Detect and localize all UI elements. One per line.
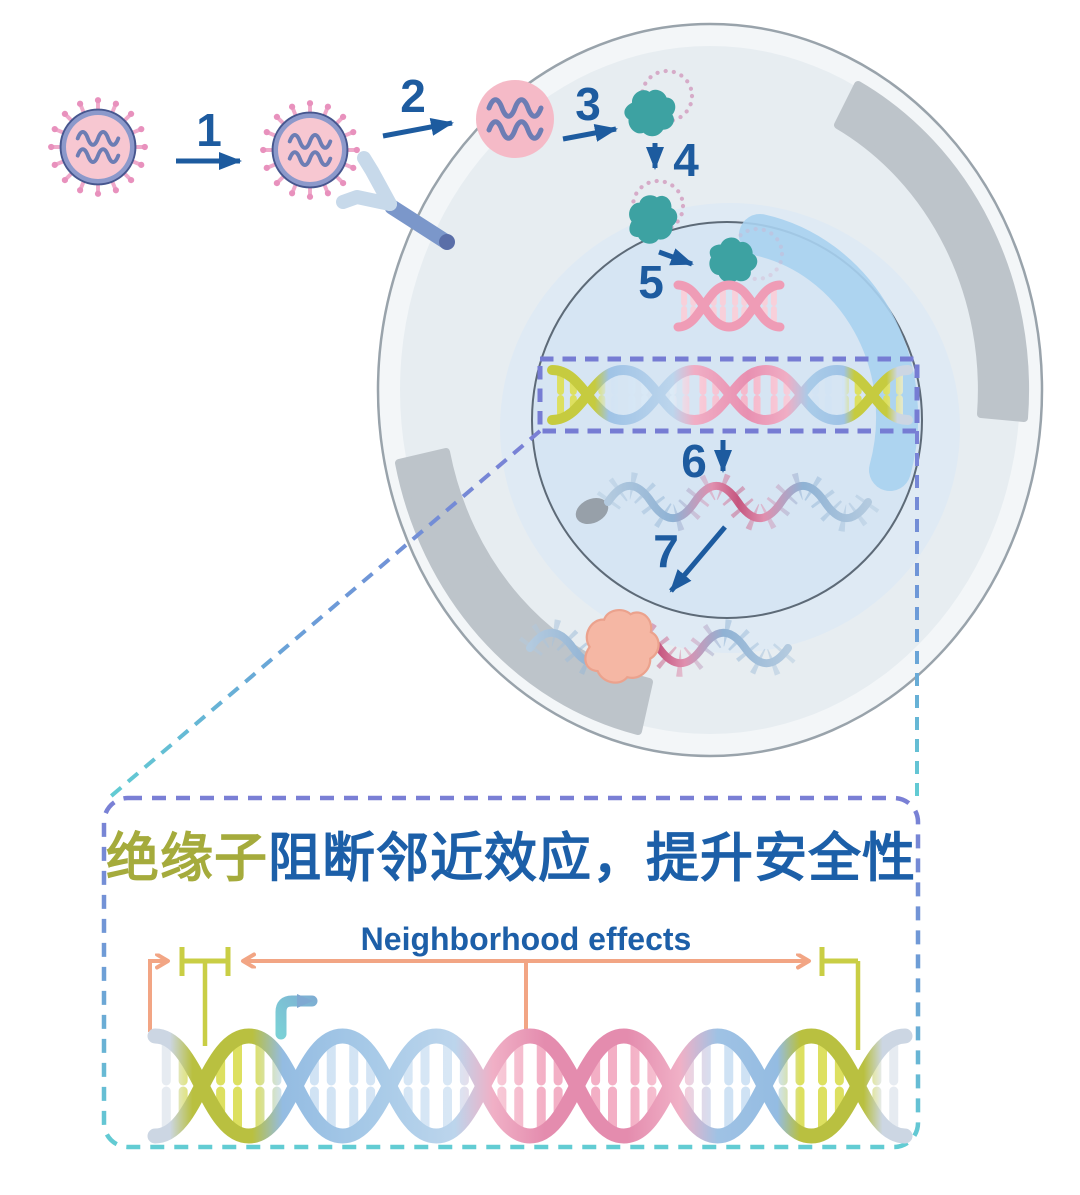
step2-arrow bbox=[382, 118, 454, 139]
neighborhood-label: Neighborhood effects bbox=[361, 921, 692, 957]
step3-label: 3 bbox=[575, 78, 601, 130]
step7-arrow bbox=[669, 525, 727, 593]
virus-particle-2 bbox=[260, 100, 360, 200]
zoom-connector-left bbox=[108, 429, 542, 799]
inset-title: 绝缘子阻断邻近效应，提升安全性 bbox=[106, 828, 916, 888]
neighborhood-annotation: Neighborhood effects bbox=[148, 921, 861, 1050]
mrna-transcript bbox=[596, 472, 880, 532]
left-flank-arrow bbox=[148, 961, 168, 1032]
antibody-icon bbox=[336, 151, 455, 250]
inset-dna-helix bbox=[147, 1028, 913, 1144]
proviral-dna-helix bbox=[673, 280, 785, 332]
step1-label: 1 bbox=[196, 104, 222, 156]
step3-arrow bbox=[562, 124, 618, 142]
uncoated-virion bbox=[476, 80, 554, 158]
step2-label: 2 bbox=[400, 70, 426, 122]
cell-shading-top-right bbox=[834, 81, 1030, 422]
step5-label: 5 bbox=[638, 256, 664, 308]
insulator-marks bbox=[179, 947, 861, 1050]
host-cell bbox=[376, 22, 1044, 758]
step4-label: 4 bbox=[673, 134, 699, 186]
integrated-dna-helix bbox=[547, 364, 913, 426]
step7-label: 7 bbox=[653, 525, 679, 577]
inset-title-highlight: 绝缘子 bbox=[106, 829, 268, 888]
transcription-start-arrow bbox=[275, 994, 318, 1040]
nucleolus bbox=[575, 497, 609, 525]
step5-arrow bbox=[658, 248, 694, 267]
virus-particle-1 bbox=[48, 97, 148, 197]
right-insulator-block bbox=[819, 947, 858, 976]
nucleus-swoosh bbox=[739, 214, 919, 491]
integration-highlight-box bbox=[537, 356, 920, 434]
inset-title-rest: 阻断邻近效应，提升安全性 bbox=[268, 828, 916, 888]
